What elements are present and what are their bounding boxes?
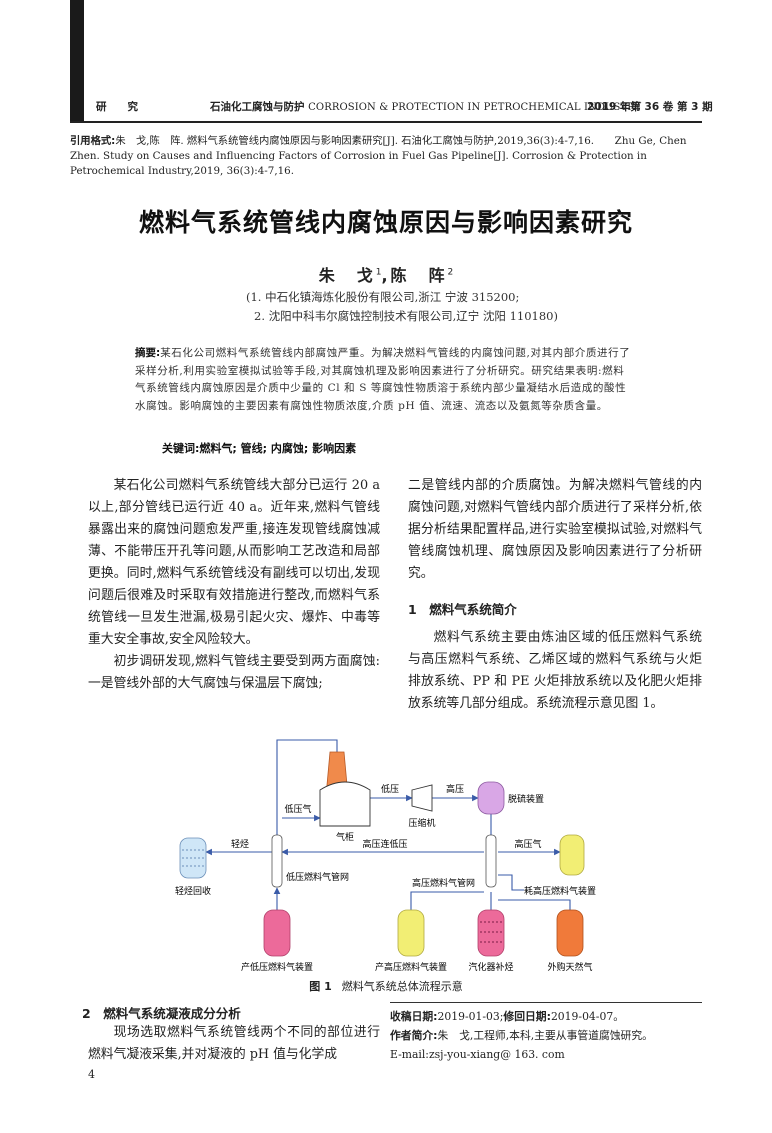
label-compressor: 压缩机: [408, 817, 435, 829]
hp-separator: [485, 834, 497, 888]
body-right-column: 二是管线内部的介质腐蚀。为解决燃料气管线的内腐蚀问题,对燃料气管线内部介质进行了…: [408, 475, 702, 715]
header-journal-en: CORROSION & PROTECTION IN PETROCHEMICAL …: [308, 102, 642, 113]
footnote-author: 作者简介:朱 戈,工程师,本科,主要从事管道腐蚀研究。: [390, 1027, 710, 1044]
desulfurization-tower: [477, 781, 505, 815]
label-hp-producer: 产高压燃料气装置: [375, 961, 447, 973]
hp-producer-tank: [397, 909, 425, 957]
label-hp-gas: 高压气: [514, 838, 541, 850]
lp-producer-tank: [263, 909, 291, 957]
label-lp-gas: 低压气: [284, 803, 311, 815]
section-1-text: 燃料气系统主要由炼油区域的低压燃料气系统与高压燃料气系统、乙烯区域的燃料气系统与…: [408, 630, 702, 711]
author-bio: 朱 戈,工程师,本科,主要从事管道腐蚀研究。: [437, 1029, 653, 1042]
label-light-hc-recovery: 轻烃回收: [175, 885, 211, 897]
section-1-heading: 1 燃料气系统简介: [408, 602, 517, 617]
label-hp: 高压: [446, 783, 464, 795]
paper-title: 燃料气系统管线内腐蚀原因与影响因素研究: [138, 208, 633, 237]
citation-text: 朱 戈,陈 阵. 燃料气系统管线内腐蚀原因与影响因素研究[J]. 石油化工腐蚀与…: [70, 135, 687, 177]
body-left-column: 某石化公司燃料气系统管线大部分已运行 20 a 以上,部分管线已运行近 40 a…: [88, 475, 380, 695]
abstract-label: 摘要:: [135, 347, 161, 359]
steam-cracker-tank: [477, 909, 505, 957]
author-bio-label: 作者简介:: [390, 1029, 438, 1042]
author-sep: ,: [381, 266, 391, 285]
keywords: 关键词:燃料气; 管线; 内腐蚀; 影响因素: [162, 440, 356, 456]
label-light-hc: 轻烃: [231, 838, 249, 850]
label-steam-cracker: 汽化器补烃: [468, 961, 513, 973]
label-hp-network: 高压燃料气管网: [412, 877, 475, 889]
body-paragraph: 某石化公司燃料气系统管线大部分已运行 20 a 以上,部分管线已运行近 40 a…: [88, 478, 380, 647]
natural-gas-tank: [556, 909, 584, 957]
label-lp-network: 低压燃料气管网: [286, 871, 349, 883]
author-2: 陈 阵: [390, 266, 448, 285]
affiliation-2: 2. 沈阳中科韦尔腐蚀控制技术有限公司,辽宁 沈阳 110180): [254, 309, 558, 323]
header-section: 研 究: [96, 101, 138, 113]
line-hp-consumer: [498, 874, 524, 891]
keywords-text: 燃料气; 管线; 内腐蚀; 影响因素: [199, 442, 357, 455]
header-issue: 2019 年第 36 卷 第 3 期: [587, 101, 713, 113]
figure-caption-text: 燃料气系统总体流程示意: [341, 980, 463, 993]
label-natural-gas: 外购天然气: [547, 961, 592, 973]
revised-date: 2019-04-07。: [550, 1010, 624, 1023]
header-rule: [70, 121, 702, 123]
lp-separator: [271, 834, 283, 888]
abstract: 摘要:某石化公司燃料气系统管线内部腐蚀严重。为解决燃料气管线的内腐蚀问题,对其内…: [135, 345, 635, 415]
page-number: 4: [88, 1068, 95, 1081]
figure-caption: 图 1 燃料气系统总体流程示意: [70, 978, 702, 994]
label-hp-consumer: 耗高压燃料气装置: [524, 885, 596, 897]
body-paragraph: 初步调研发现,燃料气管线主要受到两方面腐蚀:一是管线外部的大气腐蚀与保温层下腐蚀…: [88, 654, 380, 691]
label-gasholder: 气柜: [336, 831, 354, 843]
date-sep: ;: [499, 1010, 504, 1023]
author-1: 朱 戈: [318, 266, 376, 285]
fuel-gas-flow-diagram: 火炬 气柜 低压气 低压 高压 压缩机 脱硫装置 轻烃回收 轻烃 高压连低压 高…: [175, 739, 596, 973]
abstract-text: 某石化公司燃料气系统管线内部腐蚀严重。为解决燃料气管线的内腐蚀问题,对其内部介质…: [135, 347, 631, 412]
line-to-torch: [276, 739, 338, 855]
compressor-shape: [411, 784, 433, 812]
received-date: 2019-01-03: [437, 1010, 500, 1023]
label-desulfurization: 脱硫装置: [508, 793, 544, 805]
citation-label: 引用格式:: [70, 135, 116, 147]
figure-caption-number: 图 1: [309, 980, 332, 993]
label-hp-to-lp: 高压连低压: [362, 838, 407, 850]
section-2-text: 现场选取燃料气系统管线两个不同的部位进行燃料气凝液采集,并对凝液的 pH 值与化…: [88, 1025, 380, 1062]
footnote-dates: 收稿日期:2019-01-03;修回日期:2019-04-07。: [390, 1008, 710, 1025]
label-lp: 低压: [381, 783, 399, 795]
header-journal: 石油化工腐蚀与防护 CORROSION & PROTECTION IN PETR…: [210, 99, 641, 114]
light-hc-recovery-tank: [179, 837, 207, 879]
author-1-affil: 1: [375, 267, 382, 278]
footnote-email: E-mail:zsj-you-xiang@ 163. com: [390, 1048, 565, 1061]
section-2-heading: 2 燃料气系统凝液成分分析: [82, 1006, 241, 1021]
header-journal-cn: 石油化工腐蚀与防护: [210, 101, 305, 113]
received-label: 收稿日期:: [390, 1010, 438, 1023]
body-paragraph: 二是管线内部的介质腐蚀。为解决燃料气管线的内腐蚀问题,对燃料气管线内部介质进行了…: [408, 478, 702, 581]
keywords-label: 关键词:: [162, 442, 200, 455]
header-side-bar: [70, 0, 84, 122]
section-2-body: 现场选取燃料气系统管线两个不同的部位进行燃料气凝液采集,并对凝液的 pH 值与化…: [88, 1022, 380, 1066]
affiliation-1: (1. 中石化镇海炼化股份有限公司,浙江 宁波 315200;: [246, 290, 520, 304]
citation-block: 引用格式:朱 戈,陈 阵. 燃料气系统管线内腐蚀原因与影响因素研究[J]. 石油…: [70, 134, 702, 179]
revised-label: 修回日期:: [503, 1010, 551, 1023]
author-line: 朱 戈1,陈 阵2: [70, 262, 702, 286]
footnote-rule: [390, 1002, 702, 1003]
label-lp-producer: 产低压燃料气装置: [241, 961, 313, 973]
line-natgas: [498, 899, 571, 910]
line-hp-producer: [410, 891, 484, 910]
author-2-affil: 2: [447, 267, 454, 278]
hp-consumer-yellow-tank: [559, 834, 585, 876]
gasholder-shape: [319, 781, 371, 827]
